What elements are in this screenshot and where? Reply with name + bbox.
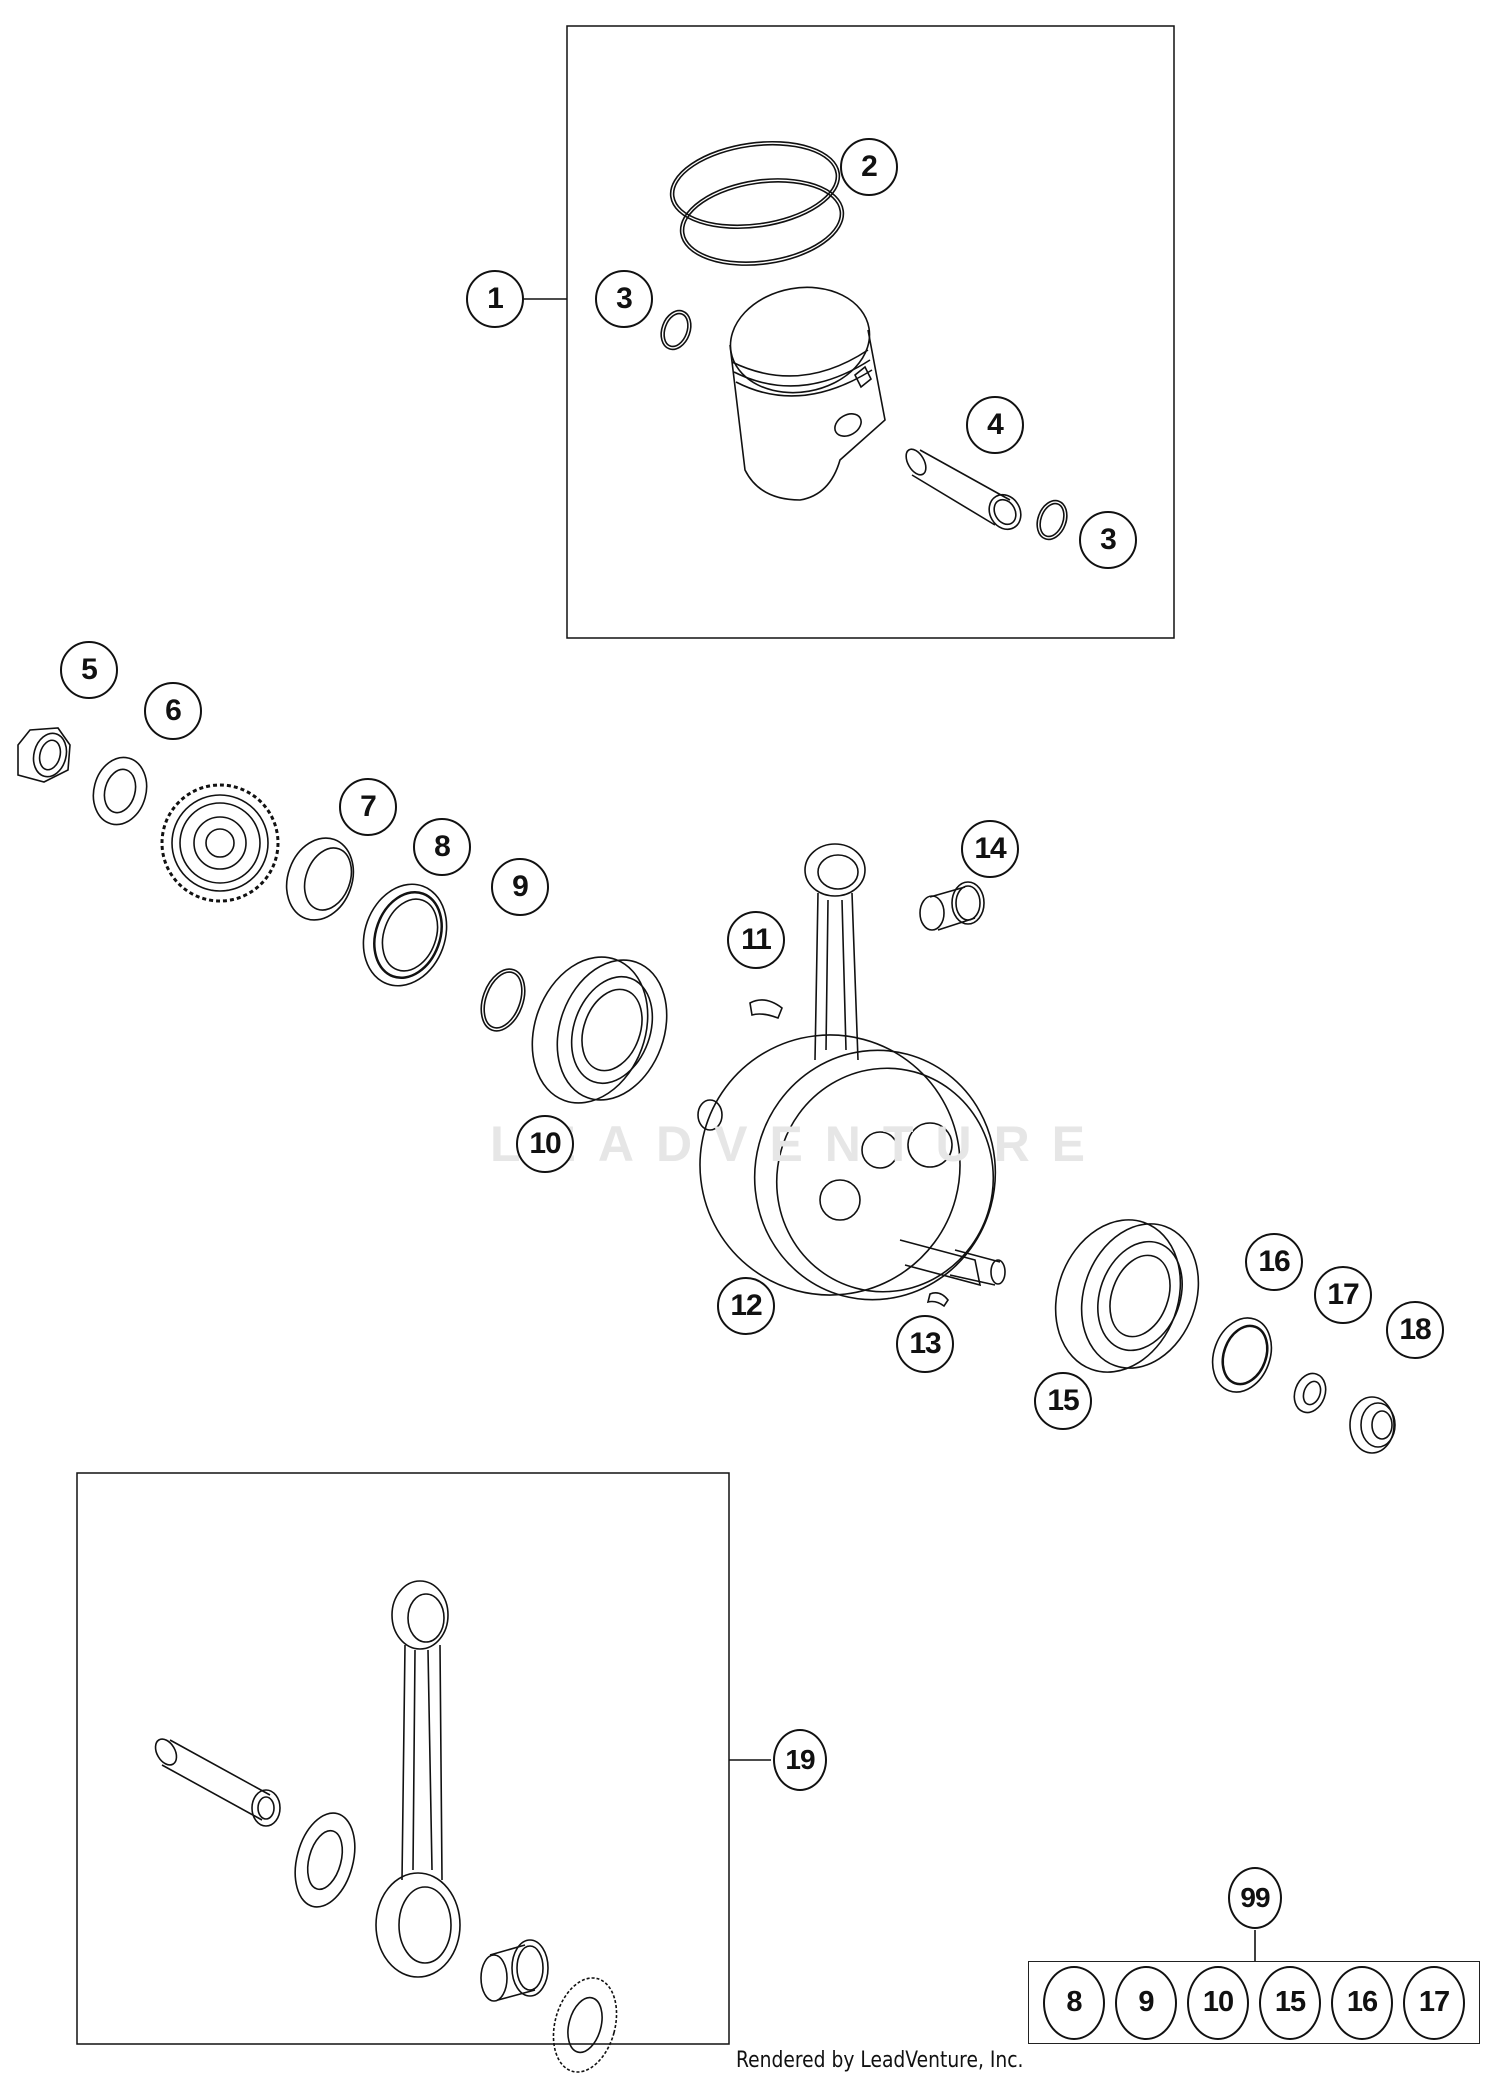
spacer-ring [285, 837, 355, 921]
callout-6[interactable]: 6 [144, 682, 202, 740]
woodruff-key-11 [749, 999, 783, 1020]
callout-11[interactable]: 11 [727, 911, 785, 969]
callout-5[interactable]: 5 [60, 641, 118, 699]
callout-1[interactable]: 1 [466, 270, 524, 328]
callout-4[interactable]: 4 [966, 396, 1024, 454]
kit99-item-17[interactable]: 17 [1403, 1965, 1465, 2040]
callout-99[interactable]: 99 [1228, 1867, 1282, 1929]
woodruff-key-13 [926, 1292, 949, 1308]
callout-8[interactable]: 8 [413, 818, 471, 876]
o-ring [480, 968, 526, 1032]
callout-15[interactable]: 15 [1034, 1372, 1092, 1430]
callout-2[interactable]: 2 [840, 138, 898, 196]
shaft-seal-right [1211, 1317, 1273, 1393]
hex-nut [17, 727, 71, 783]
callout-17[interactable]: 17 [1314, 1266, 1372, 1324]
kit99-item-8[interactable]: 8 [1043, 1965, 1105, 2040]
lock-washer [1293, 1372, 1327, 1414]
callout-16[interactable]: 16 [1245, 1233, 1303, 1291]
watermark: LEADVENTURE [490, 1116, 1108, 1172]
callout-14[interactable]: 14 [961, 820, 1019, 878]
circlip-left [660, 309, 692, 351]
footer-credit: Rendered by LeadVenture, Inc. [736, 2048, 1024, 2073]
kit99-item-16[interactable]: 16 [1331, 1965, 1393, 2040]
washer [92, 756, 148, 826]
crankshaft [697, 843, 1006, 1301]
conrod-kit-frame [76, 1472, 730, 2045]
circlip-right [1036, 499, 1068, 541]
callout-18[interactable]: 18 [1386, 1301, 1444, 1359]
kit99-item-15[interactable]: 15 [1259, 1965, 1321, 2040]
callout-3[interactable]: 3 [595, 270, 653, 328]
piston [729, 286, 886, 501]
shaft-seal [362, 883, 448, 987]
callout-9[interactable]: 9 [491, 858, 549, 916]
ball-bearing-left [531, 956, 668, 1104]
kit-99-contents: 8 9 10 15 16 17 [1028, 1961, 1480, 2044]
flange-nut [1349, 1396, 1396, 1454]
kit99-item-10[interactable]: 10 [1187, 1965, 1249, 2040]
callout-10[interactable]: 10 [516, 1115, 574, 1173]
primary-gear [160, 783, 280, 903]
piston-pin [905, 448, 1022, 531]
ball-bearing-right [1054, 1219, 1200, 1373]
piston-kit-frame [566, 25, 1175, 639]
piston-rings [669, 140, 845, 266]
callout-7[interactable]: 7 [339, 778, 397, 836]
callout-13[interactable]: 13 [896, 1315, 954, 1373]
callout-12[interactable]: 12 [717, 1277, 775, 1335]
needle-bearing [919, 881, 985, 931]
kit99-item-9[interactable]: 9 [1115, 1965, 1177, 2040]
callout-3-right[interactable]: 3 [1079, 511, 1137, 569]
callout-19[interactable]: 19 [773, 1729, 827, 1791]
conrod-kit-parts [154, 1580, 618, 2073]
